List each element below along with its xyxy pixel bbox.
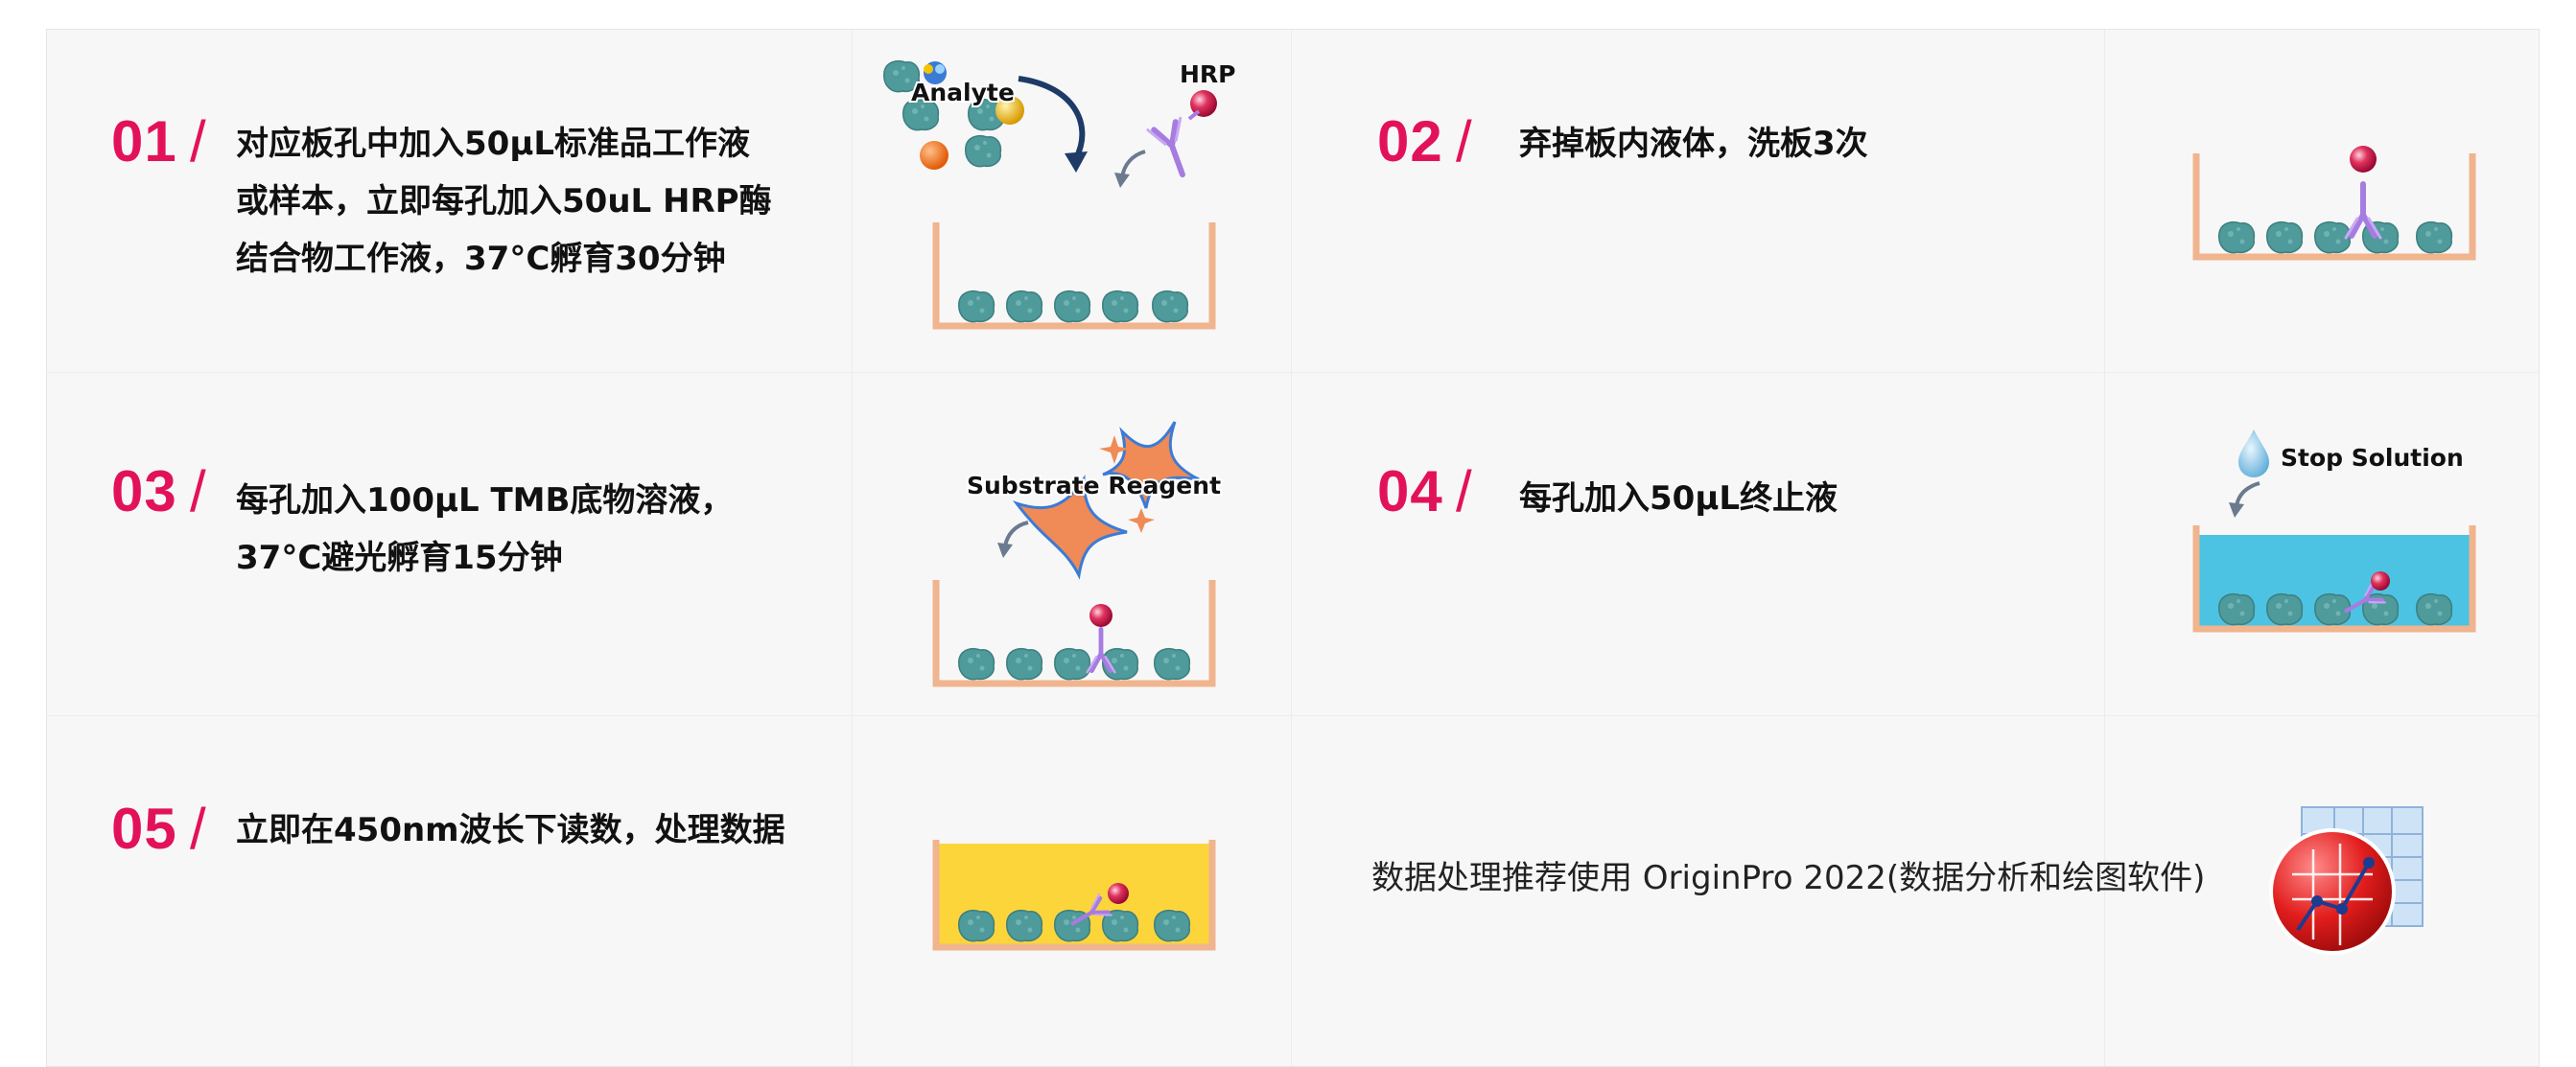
antibody-icon [2346, 184, 2380, 238]
protocol-grid [46, 29, 2540, 1067]
arrow-icon [1120, 150, 1146, 178]
analyte-ball [995, 96, 1024, 125]
enzyme-icon [1108, 883, 1129, 904]
analyte-label: Analyte [911, 79, 1015, 106]
column-divider [1291, 30, 1292, 1066]
step-description: 对应板孔中加入50μL标准品工作液 或样本，立即每孔加入50uL HRP酶 结合… [236, 125, 772, 278]
step-number: 04 [1377, 459, 1443, 523]
hrp-label: HRP [1180, 60, 1236, 88]
enzyme-icon [1190, 90, 1217, 117]
column-divider [2104, 30, 2105, 1066]
step-05-illustration [932, 840, 1216, 951]
step-slash: / [190, 109, 206, 174]
enzyme-icon [2350, 146, 2377, 173]
step-number: 01 [111, 109, 177, 174]
step-description: 每孔加入100μL TMB底物溶液， 37°C避光孵育15分钟 [236, 481, 734, 577]
column-divider [852, 30, 853, 1066]
step-01-illustration: Analyte HRP [883, 59, 1236, 330]
stop-solution-label: Stop Solution [2281, 444, 2464, 472]
arrow-icon [1003, 521, 1029, 547]
sparkle-icon [1102, 421, 1200, 509]
arrow-icon [2235, 481, 2260, 507]
analyte-ball [920, 141, 948, 170]
step-number: 02 [1377, 109, 1443, 174]
well-icon [2192, 153, 2476, 261]
step-slash: / [190, 459, 206, 523]
step-slash: / [1456, 109, 1472, 174]
step-04-illustration: Stop Solution [2192, 429, 2476, 633]
step-description: 弃掉板内液体，洗板3次 [1519, 125, 1868, 163]
step-description: 立即在450nm波长下读数，处理数据 [236, 811, 785, 849]
step-slash: / [190, 797, 206, 861]
step-number: 05 [111, 797, 177, 861]
step-description: 每孔加入50μL终止液 [1519, 479, 1838, 518]
well-icon [932, 580, 1216, 687]
sparkle-icon [1099, 435, 1130, 464]
sparkle-icon [1012, 475, 1128, 580]
software-note: 数据处理推荐使用 OriginPro 2022(数据分析和绘图软件) [1371, 859, 2206, 897]
step-number: 03 [111, 459, 177, 523]
row-divider [47, 372, 2539, 373]
originpro-logo-icon [2269, 806, 2424, 955]
step-slash: / [1456, 459, 1472, 523]
enzyme-icon [1089, 604, 1112, 627]
well-icon [932, 840, 1216, 951]
substrate-label: Substrate Reagent [967, 472, 1221, 499]
step-03-illustration: Substrate Reagent [932, 421, 1223, 687]
antibody-icon [1148, 118, 1199, 180]
well-icon [932, 222, 1216, 330]
step-02-illustration [2192, 146, 2476, 261]
arrow-icon [1018, 76, 1086, 160]
sparkle-icon [1128, 508, 1155, 533]
droplet-icon [2238, 429, 2269, 477]
enzyme-icon [2371, 571, 2390, 591]
row-divider [47, 715, 2539, 716]
well-icon [2192, 525, 2476, 633]
